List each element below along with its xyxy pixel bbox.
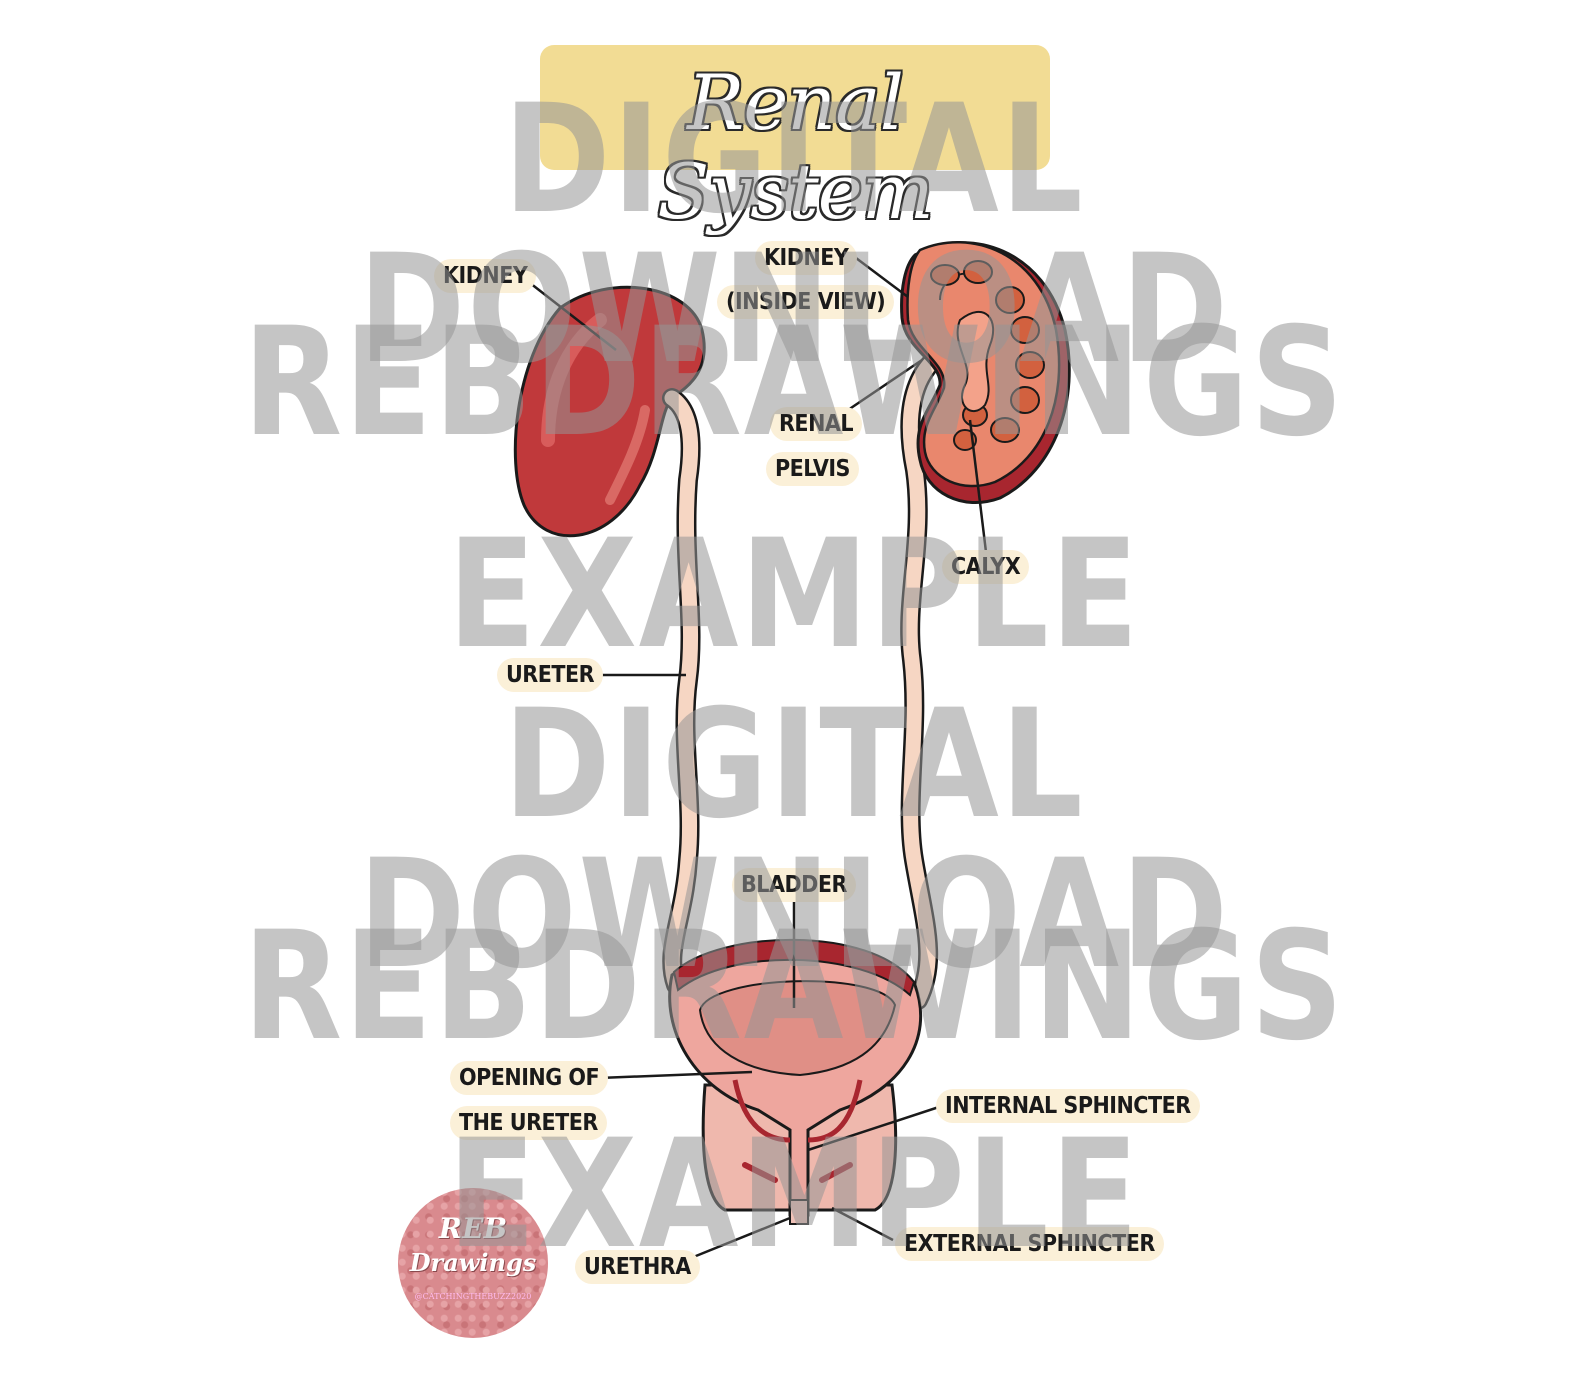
right-kidney-inside-view [900,241,1071,504]
label-renal-pelvis-line2: PELVIS [766,452,859,486]
label-opening-line2: THE URETER [450,1106,607,1140]
label-internal-sphincter: INTERNAL SPHINCTER [936,1089,1200,1123]
title-highlight [540,45,1050,170]
label-kidney-inside-line2: (INSIDE VIEW) [717,285,895,319]
bladder [668,938,923,1225]
label-kidney-inside-line1: KIDNEY [755,241,858,275]
label-renal-pelvis-line1: RENAL [770,407,863,441]
label-urethra: URETHRA [575,1250,700,1284]
label-opening-line1: OPENING OF [450,1061,609,1095]
reb-drawings-logo: REB Drawings @CATCHINGTHEBUZZ2020 [398,1188,548,1338]
label-bladder: BLADDER [732,868,856,902]
logo-line3: @CATCHINGTHEBUZZ2020 [414,1292,532,1301]
leader-lines [529,254,988,1262]
diagram-title: Renal System [657,58,934,236]
logo-line1: REB [438,1212,508,1245]
label-ureter: URETER [497,658,604,692]
label-external-sphincter: EXTERNAL SPHINCTER [895,1227,1164,1261]
logo-line2: Drawings [409,1248,537,1277]
label-calyx: CALYX [942,550,1030,584]
label-kidney: KIDNEY [434,259,537,293]
